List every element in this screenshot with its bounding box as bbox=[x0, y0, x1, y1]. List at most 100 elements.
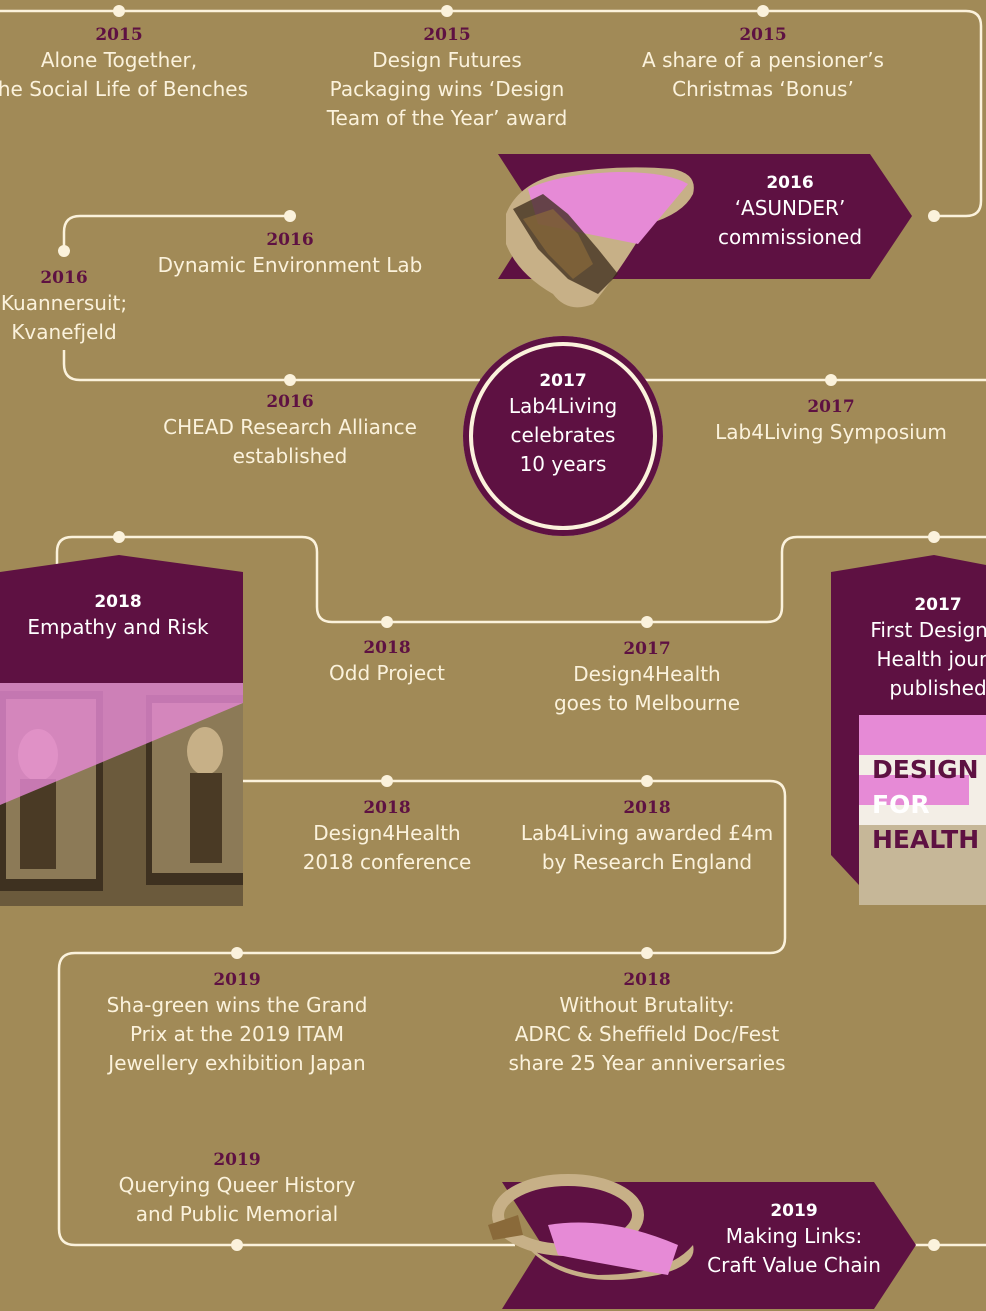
event-design4health-conference: 2018 Design4Health 2018 conference bbox=[303, 797, 472, 877]
event-text: Prix at the 2019 ITAM bbox=[129, 1022, 345, 1046]
timeline-dot bbox=[231, 947, 243, 959]
featured-text: celebrates bbox=[510, 423, 616, 447]
featured-asunder: 2016 ‘ASUNDER’ commissioned bbox=[718, 172, 862, 252]
event-year: 2018 bbox=[363, 798, 411, 818]
featured-text: published bbox=[889, 676, 986, 700]
event-alone-together: 2015 Alone Together, the Social Life of … bbox=[0, 24, 248, 104]
journal-banner bbox=[831, 555, 986, 905]
empathy-banner bbox=[0, 555, 243, 906]
timeline-dot bbox=[58, 245, 70, 257]
featured-year: 2019 bbox=[770, 1201, 818, 1221]
event-without-brutality: 2018 Without Brutality: ADRC & Sheffield… bbox=[508, 969, 785, 1078]
event-year: 2019 bbox=[213, 970, 261, 990]
event-text: Christmas ‘Bonus’ bbox=[672, 77, 854, 101]
event-year: 2015 bbox=[423, 25, 471, 45]
timeline-dot bbox=[231, 1239, 243, 1251]
event-text: Sha-green wins the Grand bbox=[106, 993, 368, 1017]
event-sha-green: 2019 Sha-green wins the Grand Prix at th… bbox=[107, 969, 368, 1078]
event-text: Lab4Living Symposium bbox=[715, 420, 947, 444]
asunder-hand-image bbox=[498, 154, 912, 308]
event-text: and Public Memorial bbox=[135, 1202, 339, 1226]
timeline-dot bbox=[928, 1239, 940, 1251]
event-text: CHEAD Research Alliance bbox=[163, 415, 417, 439]
timeline-dot bbox=[441, 5, 453, 17]
event-queer-history: 2019 Querying Queer History and Public M… bbox=[119, 1149, 356, 1229]
event-kuannersuit: 2016 Kuannersuit; Kvanefjeld bbox=[1, 267, 127, 347]
featured-text: ‘ASUNDER’ bbox=[734, 196, 846, 220]
timeline-dot bbox=[284, 210, 296, 222]
event-lab4living-award: 2018 Lab4Living awarded £4m by Research … bbox=[521, 797, 773, 877]
event-text: Design Futures bbox=[372, 48, 522, 72]
timeline-dot bbox=[928, 210, 940, 222]
event-year: 2017 bbox=[807, 397, 855, 417]
featured-text: Making Links: bbox=[725, 1224, 863, 1248]
event-text: goes to Melbourne bbox=[553, 691, 741, 715]
event-year: 2018 bbox=[623, 970, 671, 990]
event-text: Design4Health bbox=[313, 821, 461, 845]
featured-year: 2018 bbox=[94, 592, 142, 612]
event-year: 2017 bbox=[623, 639, 671, 659]
lab4living-circle bbox=[463, 336, 663, 536]
event-text: by Research England bbox=[541, 850, 753, 874]
event-text: ADRC & Sheffield Doc/Fest bbox=[514, 1022, 780, 1046]
featured-text: commissioned bbox=[717, 225, 863, 249]
event-design4health-melbourne: 2017 Design4Health goes to Melbourne bbox=[554, 638, 740, 718]
featured-text: First Design F bbox=[870, 618, 986, 642]
featured-year: 2017 bbox=[539, 371, 587, 391]
event-text: share 25 Year anniversaries bbox=[508, 1051, 786, 1075]
featured-text: 10 years bbox=[519, 452, 607, 476]
featured-lab4living: 2017 Lab4Living celebrates 10 years bbox=[509, 370, 617, 479]
event-text: Kuannersuit; bbox=[0, 291, 128, 315]
featured-empathy: 2018 Empathy and Risk bbox=[27, 591, 208, 642]
journal-cover-words: DESIGN FOR HEALTH bbox=[872, 752, 979, 857]
event-chead-alliance: 2016 CHEAD Research Alliance established bbox=[163, 391, 417, 471]
event-year: 2018 bbox=[363, 638, 411, 658]
event-year: 2016 bbox=[40, 268, 88, 288]
event-text: Team of the Year’ award bbox=[326, 106, 568, 130]
timeline-dot bbox=[757, 5, 769, 17]
event-lab4living-symposium: 2017 Lab4Living Symposium bbox=[715, 396, 947, 447]
timeline-dot bbox=[928, 531, 940, 543]
featured-journal: 2017 First Design F Health journ publish… bbox=[853, 594, 986, 703]
event-design-futures: 2015 Design Futures Packaging wins ‘Desi… bbox=[327, 24, 568, 133]
featured-making-links: 2019 Making Links: Craft Value Chain bbox=[707, 1200, 881, 1280]
event-text: Without Brutality: bbox=[559, 993, 735, 1017]
featured-year: 2016 bbox=[766, 173, 814, 193]
featured-text: Lab4Living bbox=[508, 394, 618, 418]
timeline-dot bbox=[825, 374, 837, 386]
event-year: 2016 bbox=[266, 392, 314, 412]
event-text: Querying Queer History bbox=[118, 1173, 356, 1197]
timeline-dot bbox=[641, 775, 653, 787]
event-year: 2015 bbox=[739, 25, 787, 45]
event-text: Packaging wins ‘Design bbox=[329, 77, 565, 101]
event-year: 2015 bbox=[95, 25, 143, 45]
timeline-dot bbox=[641, 616, 653, 628]
making-links-bracelet-image bbox=[488, 1174, 916, 1309]
featured-year: 2017 bbox=[914, 595, 962, 615]
timeline-dot bbox=[641, 947, 653, 959]
event-text: Alone Together, bbox=[40, 48, 198, 72]
event-text: Dynamic Environment Lab bbox=[157, 253, 423, 277]
event-text: A share of a pensioner’s bbox=[642, 48, 884, 72]
event-pensioner-bonus: 2015 A share of a pensioner’s Christmas … bbox=[642, 24, 884, 104]
event-text: the Social Life of Benches bbox=[0, 77, 248, 101]
timeline-dot bbox=[113, 531, 125, 543]
featured-text: Health journ bbox=[876, 647, 986, 671]
event-text: established bbox=[232, 444, 348, 468]
event-year: 2018 bbox=[623, 798, 671, 818]
timeline-dot bbox=[284, 374, 296, 386]
timeline-dot bbox=[113, 5, 125, 17]
timeline-dot bbox=[381, 616, 393, 628]
featured-text: Empathy and Risk bbox=[27, 615, 209, 639]
event-odd-project: 2018 Odd Project bbox=[329, 637, 445, 688]
event-year: 2016 bbox=[266, 230, 314, 250]
timeline-dot bbox=[381, 775, 393, 787]
event-dynamic-environment-lab: 2016 Dynamic Environment Lab bbox=[158, 229, 423, 280]
journal-word: HEALTH bbox=[872, 825, 980, 854]
featured-text: Craft Value Chain bbox=[707, 1253, 881, 1277]
event-year: 2019 bbox=[213, 1150, 261, 1170]
event-text: Lab4Living awarded £4m bbox=[520, 821, 774, 845]
journal-word: DESIGN bbox=[872, 755, 979, 784]
event-text: Jewellery exhibition Japan bbox=[108, 1051, 366, 1075]
